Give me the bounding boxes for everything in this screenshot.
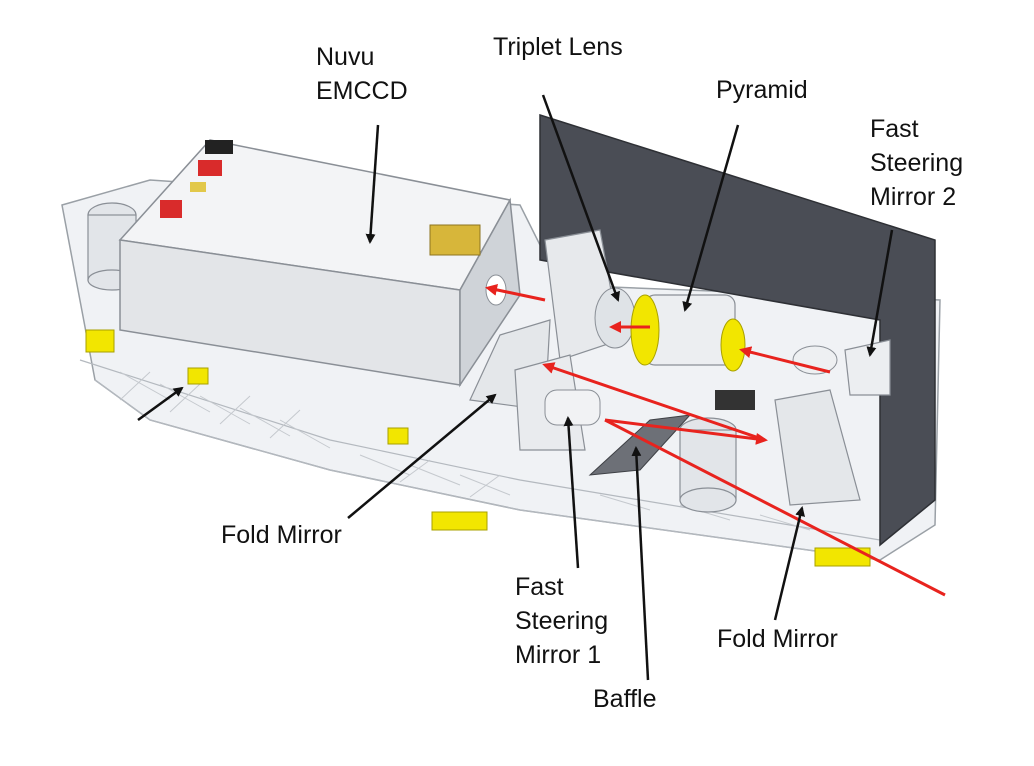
arrow-pyramid (682, 124, 740, 312)
label-fsm2-line-3: Mirror 2 (870, 183, 957, 211)
arrow-fsm1 (563, 416, 580, 569)
label-fast-steering-mirror-2: Fast Steering Mirror 2 (870, 112, 963, 214)
label-pyramid-line-1: Pyramid (716, 76, 808, 104)
label-fsm1-line-3: Mirror 1 (515, 641, 602, 669)
arrow-fold-mirror-left (347, 393, 497, 519)
label-nuvu-emccd-line-2: EMCCD (316, 77, 408, 105)
beam-path (485, 283, 946, 597)
label-fold-mirror-right: Fold Mirror (717, 622, 838, 656)
arrow-bench-left (137, 386, 184, 422)
label-pyramid: Pyramid (716, 73, 808, 107)
callout-arrows (137, 94, 894, 681)
label-fast-steering-mirror-1: Fast Steering Mirror 1 (515, 570, 608, 672)
arrow-fold-mirror-right (773, 506, 805, 621)
label-triplet-lens: Triplet Lens (493, 30, 623, 64)
label-fsm1-line-1: Fast (515, 573, 564, 601)
label-fsm2-line-1: Fast (870, 115, 919, 143)
arrow-baffle (631, 446, 650, 681)
label-fsm1-line-2: Steering (515, 607, 609, 635)
label-triplet-lens-line-1: Triplet Lens (493, 33, 623, 61)
arrow-emccd (365, 124, 380, 244)
label-fold-mirror-left-line-1: Fold Mirror (221, 521, 342, 549)
pyramid-part (630, 294, 755, 410)
fold-mirror-right-part (774, 389, 861, 506)
label-nuvu-emccd: Nuvu EMCCD (316, 40, 408, 108)
connector-strip (160, 140, 481, 256)
label-fsm2-line-2: Steering (870, 149, 964, 177)
arrow-fsm2 (866, 229, 894, 357)
label-nuvu-emccd-line-1: Nuvu (316, 43, 375, 71)
arrow-triplet-lens (541, 94, 620, 302)
label-fold-mirror-right-line-1: Fold Mirror (717, 625, 838, 653)
label-baffle: Baffle (593, 682, 656, 716)
triplet-lens-part (544, 229, 636, 361)
light-shield (539, 113, 936, 547)
label-baffle-line-1: Baffle (593, 685, 657, 713)
label-fold-mirror-left: Fold Mirror (221, 518, 342, 552)
